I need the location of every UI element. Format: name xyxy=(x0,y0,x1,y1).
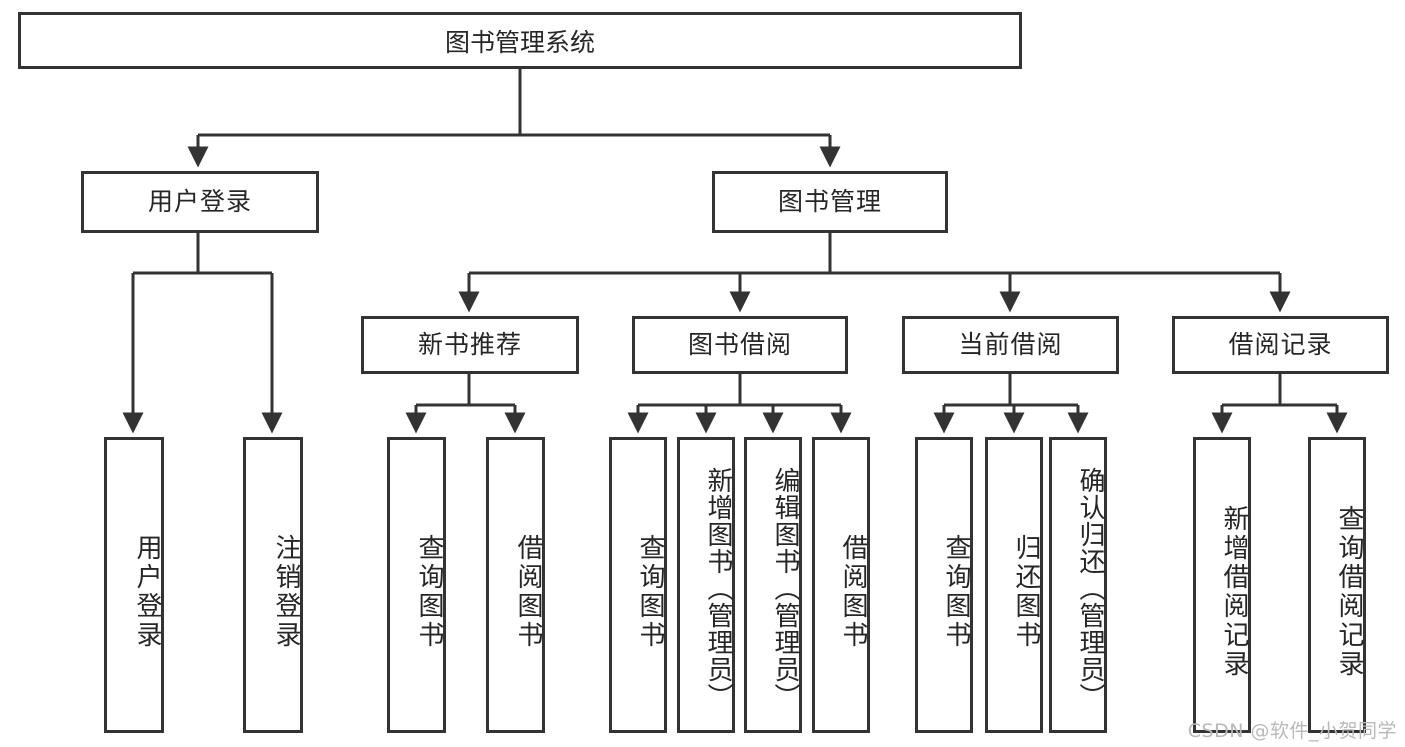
node-leaf-query-borrow-record[interactable]: 查询借阅记录 xyxy=(1308,437,1366,733)
node-new-book-rec[interactable]: 新书推荐 xyxy=(361,316,579,374)
node-label: 当前借阅 xyxy=(958,330,1063,360)
node-label: 归还图书 xyxy=(1011,534,1041,650)
node-leaf-query-book-borrow[interactable]: 查询图书 xyxy=(609,437,667,733)
node-label: 用户登录 xyxy=(147,187,252,217)
node-label: 确认归还（管理员） xyxy=(1075,466,1105,710)
node-current-borrow[interactable]: 当前借阅 xyxy=(902,316,1119,374)
node-label: 借阅图书 xyxy=(513,534,543,650)
node-leaf-confirm-return-admin[interactable]: 确认归还（管理员） xyxy=(1049,437,1107,733)
node-label: 用户登录 xyxy=(132,534,162,650)
node-leaf-logout[interactable]: 注销登录 xyxy=(243,437,303,733)
node-leaf-add-book-admin[interactable]: 新增图书（管理员） xyxy=(677,437,735,733)
node-label: 新增借阅记录 xyxy=(1219,505,1249,679)
node-borrow-record[interactable]: 借阅记录 xyxy=(1172,316,1389,374)
node-leaf-query-book-current[interactable]: 查询图书 xyxy=(915,437,973,733)
node-book-borrow[interactable]: 图书借阅 xyxy=(632,316,848,374)
node-leaf-borrow-book-rec[interactable]: 借阅图书 xyxy=(486,437,545,733)
node-leaf-edit-book-admin[interactable]: 编辑图书（管理员） xyxy=(744,437,802,733)
node-label: 查询图书 xyxy=(414,534,444,650)
node-leaf-add-borrow-record[interactable]: 新增借阅记录 xyxy=(1193,437,1251,733)
node-label: 注销登录 xyxy=(271,534,301,650)
node-label: 图书借阅 xyxy=(687,330,792,360)
node-label: 新增图书（管理员） xyxy=(703,466,733,710)
node-label: 查询图书 xyxy=(941,534,971,650)
node-leaf-user-login[interactable]: 用户登录 xyxy=(104,437,164,733)
node-user-login[interactable]: 用户登录 xyxy=(81,171,319,233)
node-root-system[interactable]: 图书管理系统 xyxy=(18,12,1022,69)
node-book-manage[interactable]: 图书管理 xyxy=(712,171,948,233)
node-label: 借阅图书 xyxy=(838,534,868,650)
node-leaf-return-book[interactable]: 归还图书 xyxy=(985,437,1043,733)
node-label: 新书推荐 xyxy=(417,330,522,360)
node-label: 图书管理系统 xyxy=(444,27,595,57)
node-leaf-query-book-rec[interactable]: 查询图书 xyxy=(387,437,446,733)
node-label: 图书管理 xyxy=(777,187,882,217)
csdn-watermark: CSDN @软件_小贺同学 xyxy=(1187,720,1397,742)
node-label: 编辑图书（管理员） xyxy=(770,466,800,710)
node-leaf-borrow-book[interactable]: 借阅图书 xyxy=(812,437,870,733)
node-label: 查询图书 xyxy=(635,534,665,650)
node-label: 查询借阅记录 xyxy=(1334,505,1364,679)
node-label: 借阅记录 xyxy=(1228,330,1333,360)
